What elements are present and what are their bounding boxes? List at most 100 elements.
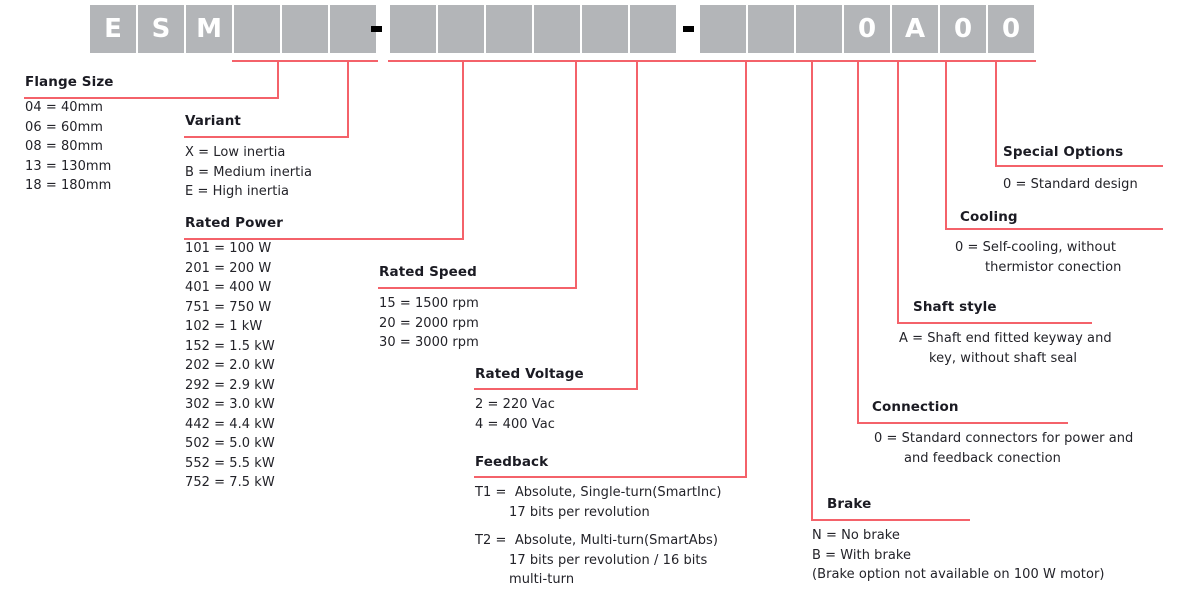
code-box-10[interactable] (534, 5, 580, 53)
leader-cap-rated-power (388, 60, 486, 62)
leader-jog-connection (794, 60, 859, 62)
rated-power-line: 201 = 200 W (185, 260, 272, 276)
section-heading-brake: Brake (827, 496, 872, 512)
feedback-t2-line3: multi-turn (509, 572, 575, 587)
leader-cap-flange-size (232, 60, 330, 62)
code-box-5[interactable] (282, 5, 328, 53)
variant-line: X = Low inertia (185, 145, 286, 160)
connection-line1: 0 = Standard connectors for power and (874, 431, 1134, 446)
code-box-8[interactable] (438, 5, 484, 53)
leader-underline-shaft-style (897, 322, 1092, 324)
section-heading-cooling: Cooling (960, 209, 1018, 225)
leader-stem-rated-speed (575, 60, 577, 289)
code-box-char (748, 5, 794, 53)
shaft-style-line2: key, without shaft seal (929, 350, 1078, 366)
code-box-char: A (904, 14, 926, 44)
code-box-18[interactable]: 0 (940, 5, 986, 53)
code-box-13[interactable] (700, 5, 746, 53)
code-box-char (796, 5, 842, 53)
code-box-16[interactable]: 0 (844, 5, 890, 53)
cooling-line2: thermistor conection (985, 259, 1122, 275)
code-box-15[interactable] (796, 5, 842, 53)
code-separator-2 (683, 26, 694, 32)
section-heading-shaft-style: Shaft style (913, 299, 997, 315)
rated-power-line: 752 = 7.5 kW (185, 475, 275, 490)
code-box-3[interactable]: M (186, 5, 232, 53)
section-heading-variant: Variant (185, 113, 241, 129)
rated-power-line: 202 = 2.0 kW (185, 358, 275, 373)
section-body-shaft-style: A = Shaft end fitted keyway and key, wit… (899, 329, 1112, 368)
flange-size-line: 04 = 40mm (25, 100, 104, 115)
leader-underline-connection (857, 422, 1068, 424)
leader-stem-special-options (995, 60, 997, 167)
leader-stem-connection (857, 60, 859, 424)
code-box-11[interactable] (582, 5, 628, 53)
code-box-char (282, 5, 328, 53)
feedback-t2-line1: Absolute, Multi-turn(SmartAbs) (514, 533, 718, 548)
flange-size-line: 06 = 60mm (25, 119, 104, 135)
leader-cap-variant (328, 60, 378, 62)
leader-cap-special-options (938, 60, 988, 62)
section-body-rated-power: 101 = 100 W 201 = 200 W 401 = 400 W 751 … (185, 239, 275, 493)
section-heading-feedback: Feedback (475, 454, 549, 470)
leader-stem-brake (811, 60, 813, 521)
rated-voltage-line: 2 = 220 Vac (475, 397, 555, 412)
leader-stem-flange-size (277, 60, 279, 99)
code-box-char: S (151, 14, 171, 44)
code-box-14[interactable] (748, 5, 794, 53)
section-heading-flange-size: Flange Size (25, 74, 114, 90)
code-box-2[interactable]: S (138, 5, 184, 53)
variant-line: B = Medium inertia (185, 164, 312, 180)
rated-power-line: 292 = 2.9 kW (185, 377, 275, 393)
feedback-t1-label: T1 = (475, 485, 507, 500)
rated-power-line: 502 = 5.0 kW (185, 436, 275, 451)
flange-size-line: 08 = 80mm (25, 139, 104, 154)
code-box-1[interactable]: E (90, 5, 136, 53)
feedback-t2-label: T2 = (475, 533, 507, 548)
section-heading-special-options: Special Options (1003, 144, 1124, 160)
shaft-style-line1: A = Shaft end fitted keyway and (899, 331, 1112, 346)
code-separator-1 (371, 26, 382, 32)
code-box-7[interactable] (390, 5, 436, 53)
section-heading-connection: Connection (872, 399, 959, 415)
code-box-char (486, 5, 532, 53)
section-body-brake: N = No brake B = With brake (Brake optio… (812, 526, 1104, 585)
code-box-12[interactable] (630, 5, 676, 53)
leader-underline-rated-power (184, 238, 464, 240)
leader-stem-rated-voltage (636, 60, 638, 390)
leader-underline-cooling (945, 228, 1163, 230)
section-body-cooling: 0 = Self-cooling, without thermistor con… (955, 238, 1121, 277)
cooling-line1: 0 = Self-cooling, without (955, 240, 1117, 255)
leader-stem-rated-power (462, 60, 464, 240)
leader-stem-shaft-style (897, 60, 899, 324)
rated-speed-line: 20 = 2000 rpm (379, 315, 479, 331)
code-box-17[interactable]: A (892, 5, 938, 53)
section-body-variant: X = Low inertia B = Medium inertia E = H… (185, 143, 312, 202)
code-box-char (700, 5, 746, 53)
rated-power-line: 101 = 100 W (185, 241, 272, 256)
section-body-special-options: 0 = Standard design (1003, 175, 1138, 195)
variant-line: E = High inertia (185, 184, 290, 199)
leader-underline-variant (184, 136, 349, 138)
rated-power-line: 552 = 5.5 kW (185, 455, 275, 471)
code-box-char (534, 5, 580, 53)
leader-underline-feedback (474, 476, 747, 478)
code-box-6[interactable] (330, 5, 376, 53)
leader-underline-special-options (995, 165, 1163, 167)
section-body-connection: 0 = Standard connectors for power and an… (874, 429, 1133, 468)
leader-stem-feedback (745, 60, 747, 478)
brake-line: B = With brake (812, 547, 912, 563)
connection-line2: and feedback conection (904, 450, 1061, 466)
code-box-9[interactable] (486, 5, 532, 53)
rated-power-line: 152 = 1.5 kW (185, 338, 275, 354)
code-box-char (234, 5, 280, 53)
code-box-19[interactable]: 0 (988, 5, 1034, 53)
feedback-t2-row: T2 = Absolute, Multi-turn(SmartAbs) (475, 531, 721, 551)
leader-jog-cooling (890, 60, 947, 62)
leader-underline-rated-voltage (474, 388, 638, 390)
section-heading-rated-speed: Rated Speed (379, 264, 477, 280)
leader-cap-rated-voltage (580, 60, 630, 62)
feedback-t1-line2: 17 bits per revolution (509, 504, 650, 520)
code-box-4[interactable] (234, 5, 280, 53)
